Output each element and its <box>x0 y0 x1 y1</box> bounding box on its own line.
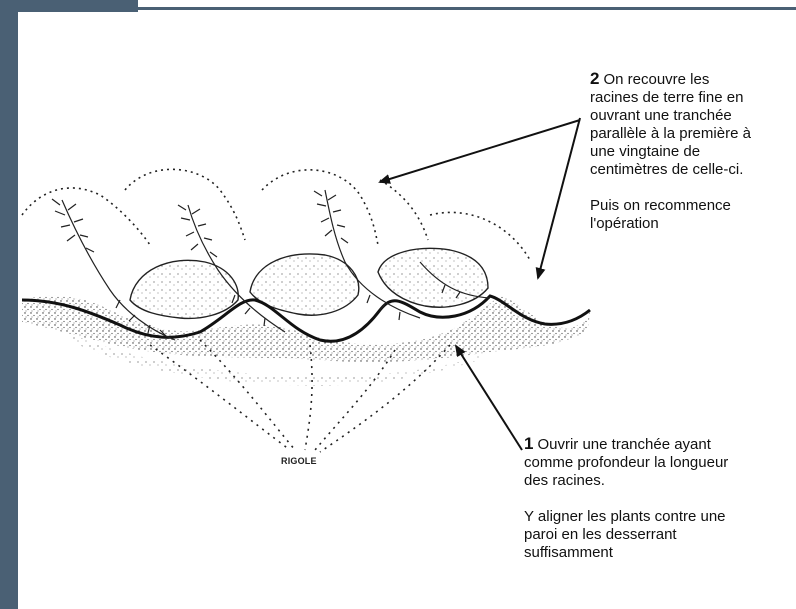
dotted-arcs <box>22 169 530 260</box>
callout-2-first-line: 2On recouvre les <box>590 70 751 89</box>
callout-1-follow-2: suffisamment <box>524 544 728 562</box>
callout-1-line-1: comme profondeur la longueur <box>524 454 728 472</box>
callout-2-line-3: parallèle à la première à <box>590 125 751 143</box>
callout-2-line-5: centimètres de celle-ci. <box>590 161 751 179</box>
callout-2-number: 2 <box>590 69 599 88</box>
arrow-callout-2-upper <box>380 120 580 182</box>
callout-2-follow-1: l'opération <box>590 215 751 233</box>
callout-1: 1Ouvrir une tranchée ayant comme profond… <box>524 435 728 562</box>
callout-1-line-2: des racines. <box>524 472 728 490</box>
rigole-label: RIGOLE <box>281 456 317 466</box>
callout-2: 2On recouvre les racines de terre fine e… <box>590 70 751 233</box>
callout-1-follow-0: Y aligner les plants contre une <box>524 508 728 526</box>
arrow-callout-1 <box>456 346 522 450</box>
callout-2-line-0: On recouvre les <box>603 71 709 88</box>
soil-mound-3 <box>378 248 488 307</box>
arrow-callout-2-lower <box>538 118 580 278</box>
callout-2-line-2: ouvrant une tranchée <box>590 107 751 125</box>
callout-2-line-1: racines de terre fine en <box>590 89 751 107</box>
callout-2-line-4: une vingtaine de <box>590 143 751 161</box>
callout-1-first-line: 1Ouvrir une tranchée ayant <box>524 435 728 454</box>
callout-1-follow-1: paroi en les desserrant <box>524 526 728 544</box>
callout-2-follow-0: Puis on recommence <box>590 197 751 215</box>
soil-mound-1 <box>130 260 238 318</box>
callout-1-line-0: Ouvrir une tranchée ayant <box>537 436 710 453</box>
callout-1-number: 1 <box>524 434 533 453</box>
